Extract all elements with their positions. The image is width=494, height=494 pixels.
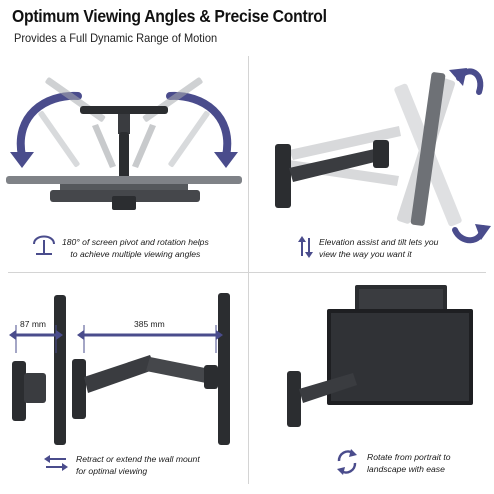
monitor-top-view	[80, 106, 168, 114]
pivot-icon	[33, 235, 55, 255]
tilt-arm	[289, 148, 383, 182]
tilt-panel: Elevation assist and tilt lets you view …	[249, 56, 494, 268]
retracted-wall-plate	[12, 361, 26, 421]
vertical-divider	[248, 56, 249, 484]
horizontal-divider	[8, 272, 486, 273]
extend-illustration	[9, 293, 230, 471]
dimension-385mm: 385 mm	[134, 319, 165, 329]
extend-panel: 87 mm 385 mm Retract or extend the wall …	[0, 273, 248, 494]
rotate-arm	[299, 373, 357, 403]
tilt-caption: Elevation assist and tilt lets you view …	[319, 237, 439, 259]
retracted-monitor	[54, 295, 66, 445]
arrow-head-left-icon	[10, 152, 34, 168]
pivot-panel: 180° of screen pivot and rotation helps …	[0, 56, 248, 268]
up-down-arrows-icon	[298, 236, 313, 258]
dimension-87mm: 87 mm	[20, 319, 46, 329]
pivot-illustration	[6, 77, 242, 255]
monitor-flat	[6, 176, 242, 184]
extend-caption: Retract or extend the wall mount for opt…	[76, 454, 200, 476]
page-subtitle: Provides a Full Dynamic Range of Motion	[14, 31, 218, 45]
left-right-arrows-icon	[44, 455, 68, 471]
tilt-illustration	[275, 68, 491, 258]
extended-wall-plate	[72, 359, 86, 419]
rotate-illustration	[287, 285, 473, 475]
arrow-head-right-icon	[214, 152, 238, 168]
extended-arm-lower	[146, 357, 210, 383]
pivot-caption: 180° of screen pivot and rotation helps …	[62, 237, 209, 259]
extended-arm-upper	[84, 355, 156, 393]
wall-plate	[112, 196, 136, 210]
tilt-wall-plate	[275, 144, 291, 208]
tilt-monitor	[410, 72, 446, 226]
rotate-icon	[337, 449, 357, 475]
extended-monitor	[218, 293, 230, 445]
rotate-caption: Rotate from portrait to landscape with e…	[367, 452, 451, 474]
page-title: Optimum Viewing Angles & Precise Control	[12, 6, 327, 26]
rotate-wall-plate	[287, 371, 301, 427]
rotate-panel: Rotate from portrait to landscape with e…	[249, 273, 494, 494]
